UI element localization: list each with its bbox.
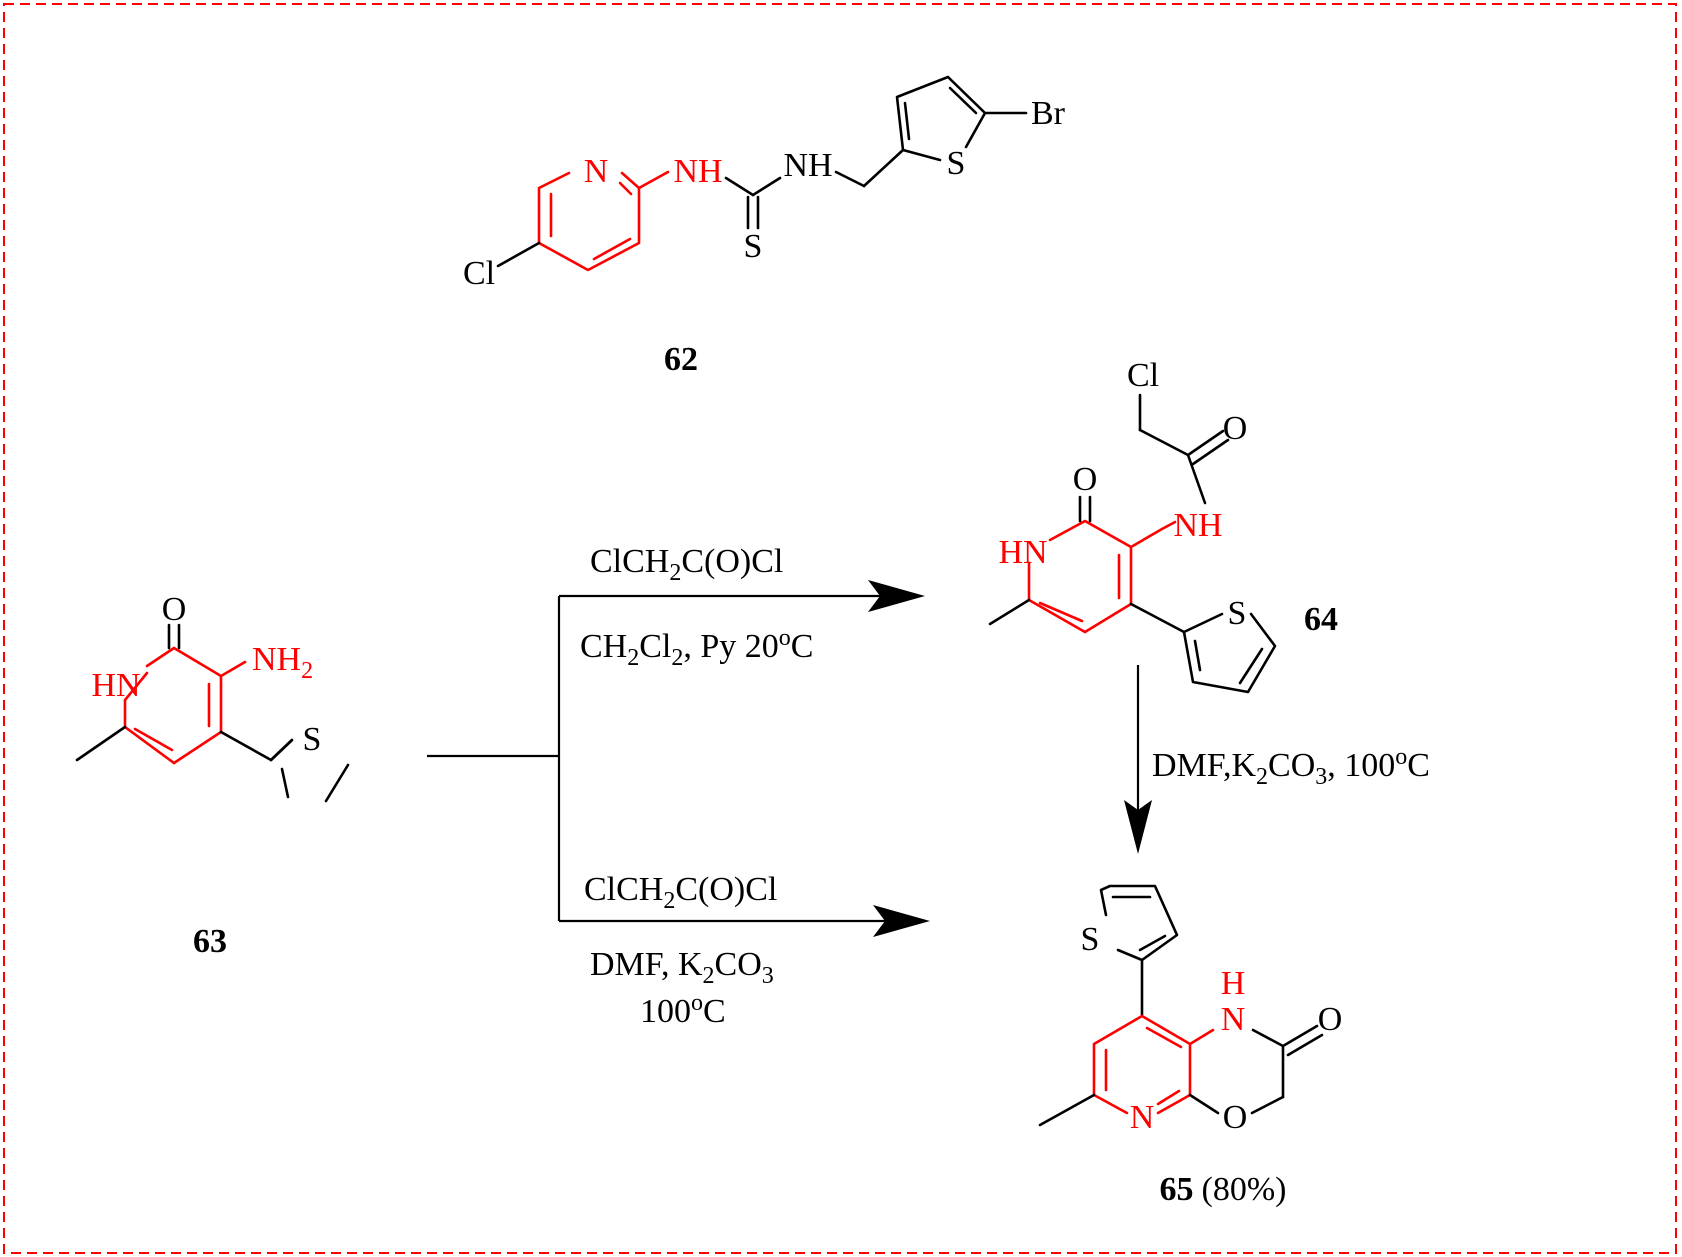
dashed-frame — [3, 3, 1677, 1254]
atom-n-ring-65: N — [1221, 1001, 1246, 1038]
reagent-bottom-line1: ClCH2C(O)Cl — [584, 871, 777, 914]
nh-bond-64 — [1160, 520, 1177, 531]
compound-65: S H N O N O 65(80%) — [1038, 884, 1343, 1208]
methyl-63 — [75, 725, 127, 762]
ch2-bond-64 — [1138, 428, 1190, 457]
label-65: 65(80%) — [1160, 1171, 1287, 1208]
reagent-right: DMF,K2CO3, 100oC — [1152, 744, 1430, 790]
pyridine-65-right — [1140, 1014, 1192, 1115]
pyridone-ring-63-top — [145, 646, 247, 678]
atom-s-63: S — [303, 721, 322, 758]
label-63: 63 — [193, 923, 227, 960]
arrow-vertical-head — [1124, 800, 1152, 854]
amide-carbonyl-2 — [1191, 438, 1230, 466]
reagent-bottom-line3: 100oC — [640, 990, 726, 1030]
atom-cl-64: Cl — [1127, 357, 1159, 394]
bromothiophene-ring — [895, 75, 987, 162]
methyl-65 — [1038, 1093, 1096, 1127]
pyridone-inner-c5-c6 — [133, 727, 174, 752]
oxazinone-bond-d — [1188, 1093, 1220, 1115]
amide-bond-a — [1186, 453, 1207, 505]
label-64: 64 — [1304, 601, 1338, 638]
label-62: 62 — [664, 341, 698, 378]
atom-s-thiocarbonyl: S — [744, 228, 763, 265]
atom-o-ring-65: O — [1223, 1099, 1248, 1136]
thiophene-link-64 — [1129, 602, 1186, 634]
thiophene-inner-62a — [903, 101, 911, 141]
oxazinone-carbonyl-1 — [1281, 1024, 1319, 1048]
pyridine-inner-bond-62c — [618, 181, 633, 196]
ch2-bond-b — [862, 148, 905, 188]
atom-s-thiophene-62: S — [947, 145, 966, 182]
pyridine-65-inner-b — [1145, 1026, 1183, 1049]
atom-nh-62b: NH — [783, 147, 832, 184]
atom-o-amide-64: O — [1223, 410, 1248, 447]
methyl-64 — [988, 598, 1031, 626]
atom-n-62: N — [584, 153, 609, 190]
thiourea-bond-a — [724, 176, 755, 197]
pyridone-64-inner-c5-c6 — [1038, 601, 1084, 623]
atom-nh2-63: NH2 — [252, 641, 313, 684]
reagent-top-line2: CH2Cl2, Py 20oC — [580, 625, 813, 671]
nh-bond-65 — [1188, 1028, 1215, 1046]
oxazinone-bond-c — [1250, 1095, 1285, 1115]
atom-nh-64: NH — [1173, 507, 1222, 544]
pyridone-bond-c4-c5 — [172, 730, 223, 765]
atom-hn-63: HN — [91, 667, 140, 704]
atom-cl-62: Cl — [463, 255, 495, 292]
atom-h-65: H — [1221, 965, 1246, 1002]
atom-s-64: S — [1228, 595, 1247, 632]
thiophene-ring-65 — [1099, 884, 1179, 962]
thiophene-inner-64a — [1193, 639, 1202, 672]
nh-bond-62 — [637, 170, 670, 190]
atom-o-carbonyl-65: O — [1318, 1001, 1343, 1038]
reagent-bottom-line2: DMF, K2CO3 — [590, 946, 774, 989]
pyridine-inner-bond-62b — [592, 237, 632, 261]
compound-62: N NH NH S S Br Cl 62 — [463, 75, 1066, 378]
atom-hn-64: HN — [998, 534, 1047, 571]
thiophene-inner-63b — [324, 763, 350, 803]
pyridine-ring-65 — [1092, 1014, 1144, 1115]
reagent-top-line1: ClCH2C(O)Cl — [590, 543, 783, 586]
pyridone-ring-64-top — [1048, 519, 1164, 549]
atom-s-65: S — [1081, 921, 1100, 958]
atom-nh-62a: NH — [673, 153, 722, 190]
thiophene-inner-64b — [1238, 647, 1264, 685]
pyridine-65-inner-c — [1156, 1089, 1181, 1106]
atom-o-64: O — [1073, 461, 1098, 498]
oxazinone-carbonyl-2 — [1286, 1033, 1324, 1057]
pyridone-64-c4-c5 — [1083, 602, 1133, 634]
thiophene-link-63 — [219, 730, 273, 762]
atom-br: Br — [1031, 95, 1066, 132]
pyridone-ring-63-left — [123, 671, 176, 765]
thiophene-ring-63-a — [269, 738, 294, 762]
ch2-bond-a — [834, 170, 866, 188]
thiophene-65-s-bond — [1116, 948, 1144, 962]
thiophene-64-s-left — [1182, 612, 1224, 634]
thiourea-bond-b — [751, 176, 782, 197]
thiophene-inner-63a — [280, 767, 290, 799]
atom-o-63: O — [162, 591, 187, 628]
thiophene-inner-62b — [948, 86, 978, 115]
oxazinone-bond-a — [1251, 1028, 1285, 1048]
thiophene-inner-65b — [1138, 934, 1167, 952]
arrow-bottom-head — [873, 905, 930, 937]
arrow-top-head — [868, 580, 925, 612]
atom-n-pyridine-65: N — [1130, 1099, 1155, 1136]
thiophene-ring-64 — [1182, 612, 1277, 694]
cl-bond-62 — [496, 241, 541, 268]
compound-63: O HN NH2 S 63 — [75, 591, 350, 960]
amide-carbonyl-1 — [1186, 429, 1225, 457]
pyridone-ring-64-left — [1027, 561, 1087, 634]
compound-64: O HN NH O Cl S 64 — [988, 357, 1338, 694]
branch-arrows — [427, 580, 930, 937]
